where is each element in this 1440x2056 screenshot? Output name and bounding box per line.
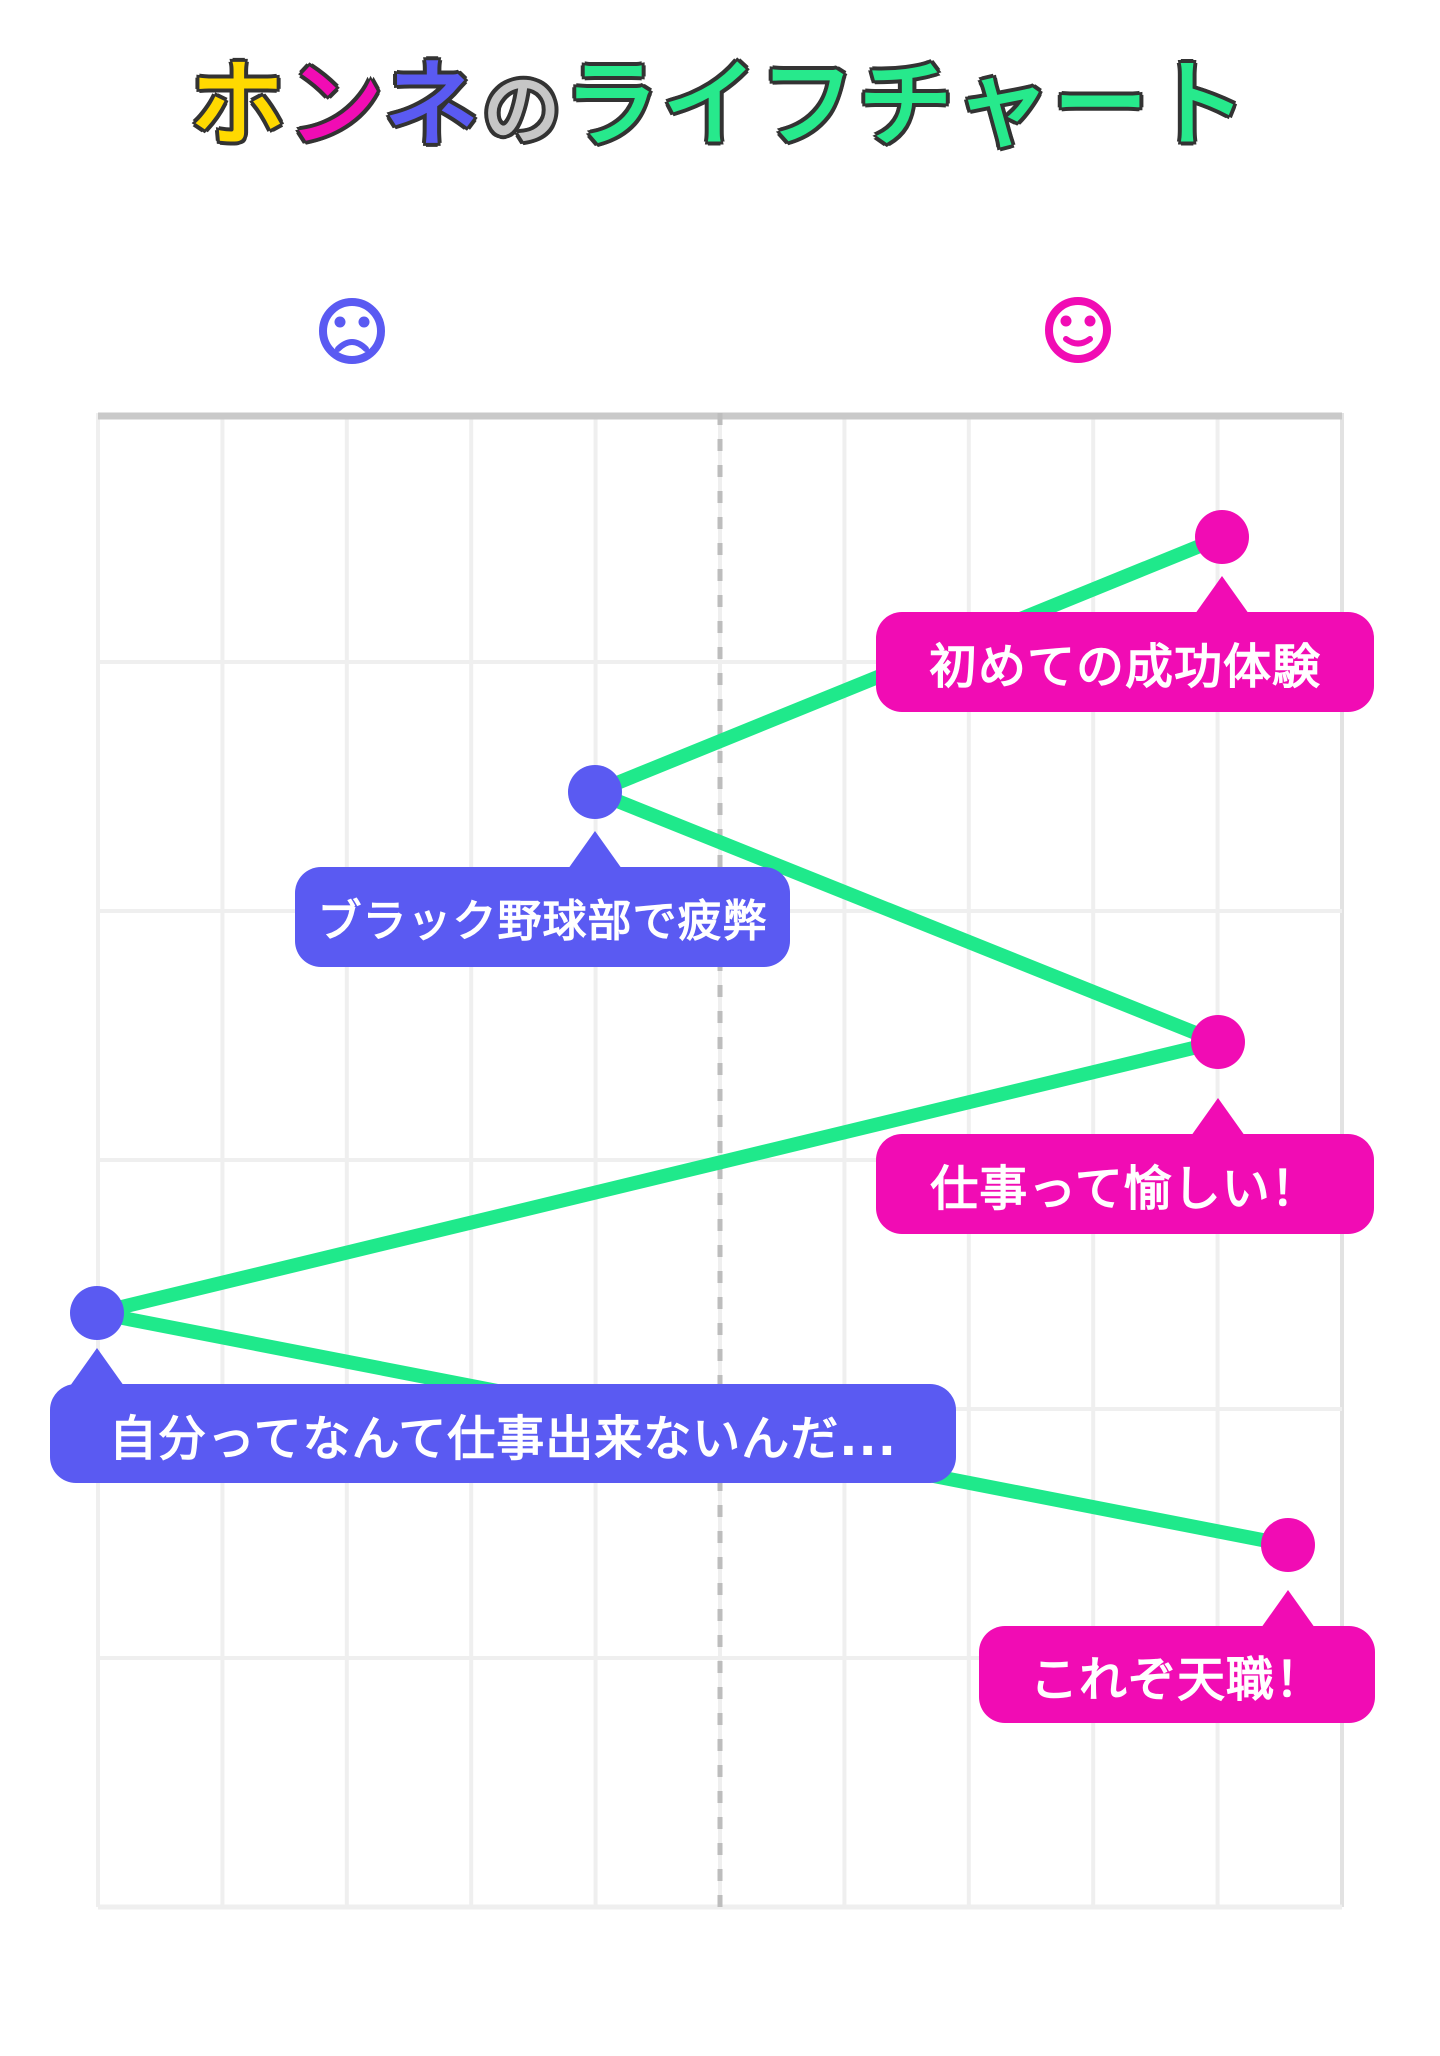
bubble-pointer-up-icon [70,1348,124,1386]
happy-face-right-eye [1084,315,1096,327]
event-point-dot [1195,510,1249,564]
event-label: これぞ天職！ [1029,1651,1324,1708]
bubble-pointer-up-icon [568,831,622,869]
event-point-dot [70,1286,124,1340]
event-point-dot [1191,1015,1245,1069]
bubble-pointer-up-icon [1195,576,1249,614]
bubble-work-is-fun: 仕事って愉しい！ [876,1098,1374,1234]
happy-face-left-eye [1060,315,1072,327]
event-label: 自分ってなんて仕事出来ないんだ... [109,1410,897,1467]
event-label: 初めての成功体験 [928,639,1321,695]
event-point-dot [1261,1518,1315,1572]
title-char: の [482,66,565,156]
sad-face-frown [335,339,369,352]
happy-face-outline [1045,297,1111,363]
title-char: ー [1053,51,1152,160]
title-char: ト [1151,51,1250,160]
event-label: 仕事って愉しい！ [930,1161,1320,1217]
title-char: ン [288,51,385,160]
happy-face-icon [1045,297,1111,363]
title-char: イ [662,51,761,160]
sad-face-left-eye [334,316,346,328]
event-label: ブラック野球部で疲弊 [317,896,768,947]
title-char: チ [858,51,956,160]
page-title: ホンネのライフチャート [0,46,1440,171]
sad-face-outline [319,298,385,364]
title-char: ラ [564,51,663,160]
sad-face-icon [319,298,385,364]
bubble-cant-do-work: 自分ってなんて仕事出来ないんだ... [50,1348,956,1483]
bubble-pointer-up-icon [1261,1590,1315,1628]
title-char: フ [760,51,859,160]
sad-face-right-eye [358,316,370,328]
title-char: ネ [384,51,483,160]
title-char: ャ [955,51,1054,160]
bubble-first-success: 初めての成功体験 [876,576,1374,712]
bubble-baseball-burnout: ブラック野球部で疲弊 [295,831,790,967]
event-point-dot [568,765,622,819]
title-char: ホ [190,51,289,160]
happy-face-smile [1063,336,1093,347]
bubble-pointer-up-icon [1191,1098,1245,1136]
bubble-true-calling: これぞ天職！ [979,1590,1375,1723]
